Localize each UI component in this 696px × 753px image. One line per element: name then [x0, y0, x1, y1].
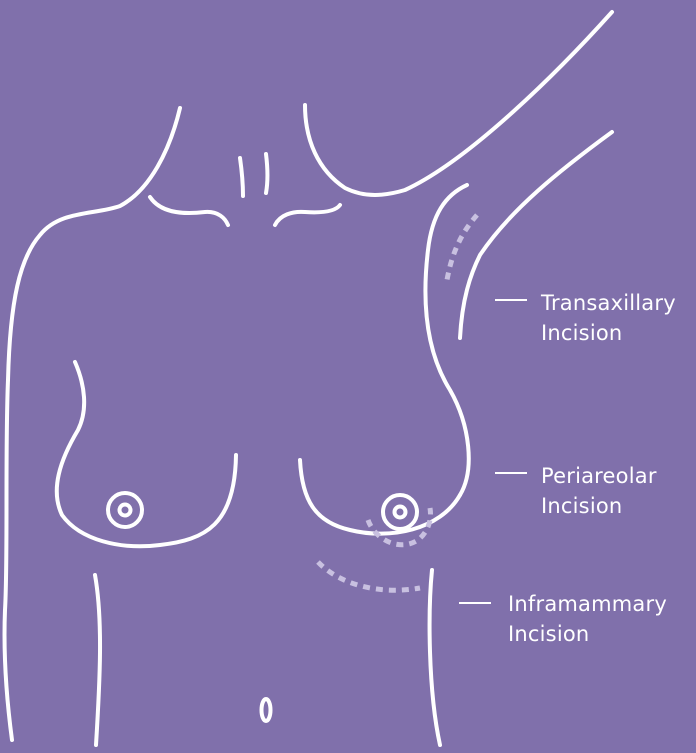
lower-right-torso	[430, 570, 440, 745]
inframammary-label: Inframammary Incision	[508, 589, 667, 649]
right-nipple	[395, 507, 406, 518]
left-nipple	[120, 505, 131, 516]
left-breast-outline	[57, 362, 236, 546]
right-collarbone	[275, 205, 340, 225]
periareolar-label-line1: Periareolar	[541, 461, 657, 491]
right-torso-outline	[425, 185, 468, 495]
transaxillary-label: Transaxillary Incision	[541, 288, 676, 348]
neck-line-right	[266, 154, 268, 193]
lower-left-torso	[95, 575, 100, 745]
inframammary-label-line2: Incision	[508, 619, 667, 649]
transaxillary-label-line2: Incision	[541, 318, 676, 348]
navel	[262, 699, 271, 721]
left-torso-outline	[5, 380, 12, 740]
periareolar-leader-line	[495, 472, 527, 474]
transaxillary-leader-line	[495, 299, 527, 301]
right-breast-outline	[300, 460, 460, 534]
inframammary-leader-line	[459, 602, 491, 604]
periareolar-label: Periareolar Incision	[541, 461, 657, 521]
neck-line-left	[240, 158, 243, 196]
right-areola	[383, 495, 417, 529]
left-areola	[108, 493, 142, 527]
inframammary-label-line1: Inframammary	[508, 589, 667, 619]
transaxillary-label-line1: Transaxillary	[541, 288, 676, 318]
left-collarbone	[150, 197, 228, 225]
neck-left-outline	[8, 108, 180, 380]
periareolar-label-line2: Incision	[541, 491, 657, 521]
inframammary-incision-mark	[318, 562, 420, 590]
